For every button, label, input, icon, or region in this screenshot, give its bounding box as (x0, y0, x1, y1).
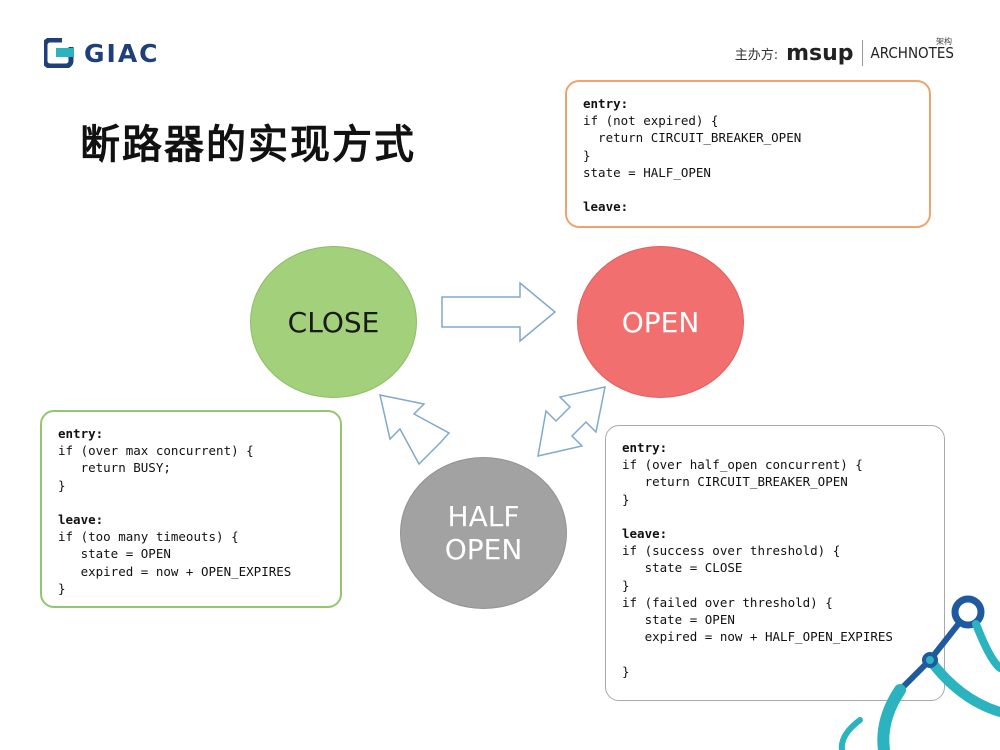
state-half-open: HALF OPEN (400, 457, 567, 609)
archnotes-cn: 架构 (936, 37, 952, 46)
leave-code: if (too many timeouts) { state = OPEN ex… (58, 529, 292, 596)
entry-label: entry: (58, 426, 104, 441)
sponsor-label: 主办方: (734, 47, 779, 63)
leave-label: leave: (622, 526, 668, 542)
open-state-code-box: entry: if (not expired) { return CIRCUIT… (565, 80, 931, 228)
close-state-code-box: entry: if (over max concurrent) { return… (40, 410, 342, 608)
half-open-state-code-box: entry: if (over half_open concurrent) { … (605, 425, 945, 701)
archnotes-logo: 架构 ARCHNOTES (870, 37, 954, 62)
page-title: 断路器的实现方式 (80, 122, 416, 168)
msup-logo: msup (786, 40, 854, 66)
entry-label: entry: (583, 96, 629, 111)
entry-code: if (over half_open concurrent) { return … (622, 457, 863, 507)
entry-label: entry: (622, 440, 668, 455)
divider (861, 40, 863, 66)
sponsor-bar: 主办方: msup 架构 ARCHNOTES (734, 37, 954, 66)
entry-code: if (over max concurrent) { return BUSY; … (58, 443, 254, 493)
entry-code: if (not expired) { return CIRCUIT_BREAKE… (583, 113, 802, 180)
arrow-close-to-open (441, 281, 557, 343)
logo-text: GIAC (84, 38, 160, 68)
leave-label: leave: (583, 199, 629, 215)
leave-code: if (success over threshold) { state = CL… (622, 543, 893, 679)
state-close: CLOSE (250, 246, 417, 398)
giac-logo: GIAC (44, 36, 160, 70)
arrow-half-open-to-close (379, 394, 451, 466)
leave-label: leave: (58, 512, 104, 528)
arrow-half-open-open-bidirectional (537, 386, 606, 457)
state-open: OPEN (577, 246, 744, 398)
corner-network-graphic (838, 595, 1000, 750)
archnotes-text: ARCHNOTES (870, 44, 954, 62)
giac-logo-icon (44, 38, 78, 68)
